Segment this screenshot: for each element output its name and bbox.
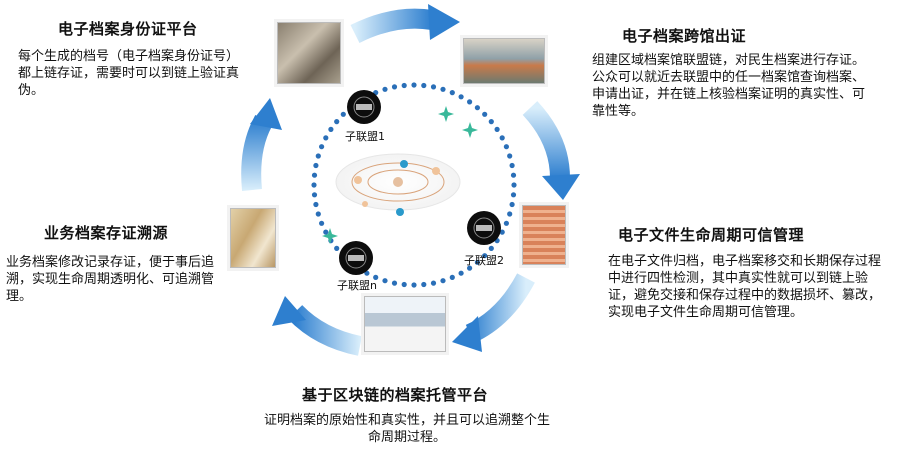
ring-dot: [510, 172, 517, 178]
ring-dot: [340, 111, 346, 117]
ring-dot: [488, 119, 494, 125]
hosting-desc: 证明档案的原始性和真实性，并且可以追溯整个生命周期过程。: [263, 413, 550, 445]
ring-dot: [323, 229, 329, 235]
ring-dot: [509, 201, 515, 208]
cross-archive-desc: 组建区域档案馆联盟链，对民生档案进行存证。公众可以就近去联盟中的任一档案馆查询档…: [592, 53, 866, 119]
ring-dot: [507, 153, 513, 159]
ring-dot: [510, 192, 517, 198]
ring-dot: [474, 105, 480, 111]
ring-dot: [467, 99, 473, 105]
cross-archive-title: 电子档案跨馆出证: [622, 27, 747, 45]
ring-dot: [391, 84, 398, 90]
ring-dot: [482, 111, 488, 117]
ring-dot: [494, 126, 500, 132]
ring-dot: [313, 201, 319, 208]
hosting-title: 基于区块链的档案托管平台: [302, 386, 489, 404]
arrow-left: [241, 98, 282, 191]
ring-dot: [430, 84, 437, 90]
ring-dot: [458, 94, 464, 100]
sparkle-icons: [322, 106, 478, 244]
ring-dot: [511, 182, 517, 188]
ring-dot: [449, 274, 455, 280]
ring-dot: [373, 274, 379, 280]
node-n-icon: [339, 241, 373, 275]
ring-dot: [509, 162, 515, 169]
ring-dot: [474, 259, 480, 265]
ring-dot: [503, 220, 509, 226]
arrow-right: [522, 101, 580, 200]
node-2-label: 子联盟2: [464, 254, 504, 267]
ring-dot: [411, 282, 417, 288]
orbit-hub-icon: [335, 153, 461, 216]
ring-dot: [488, 245, 494, 251]
photo-business-records: [230, 208, 276, 268]
ring-dot: [313, 162, 319, 169]
ring-dot: [315, 211, 321, 217]
ring-dot: [430, 280, 437, 286]
ring-dot: [319, 144, 325, 150]
photo-archive-shelves: [277, 22, 341, 84]
node-1-label: 子联盟1: [345, 130, 385, 143]
ring-dot: [482, 253, 488, 259]
ring-dot: [311, 182, 317, 188]
lifecycle-title: 电子文件生命周期可信管理: [618, 226, 805, 244]
ring-dot: [334, 119, 340, 125]
ring-dot: [421, 82, 427, 89]
ring-dot: [411, 82, 417, 88]
ring-dot: [421, 281, 427, 288]
node-2-icon: [467, 211, 501, 245]
arrow-top: [350, 4, 460, 44]
ring-dot: [503, 144, 509, 150]
identity-title: 电子档案身份证平台: [58, 20, 198, 38]
ring-dot: [507, 211, 513, 217]
ring-dot: [440, 278, 446, 284]
ring-dot: [499, 135, 505, 141]
ring-dot: [458, 270, 464, 276]
ring-dot: [334, 245, 340, 251]
node-n-label: 子联盟n: [337, 279, 377, 292]
ring-dot: [311, 172, 318, 178]
ring-dot: [319, 220, 325, 226]
ring-dot: [440, 86, 446, 92]
ring-dot: [382, 86, 388, 92]
photo-document-form: [522, 205, 566, 265]
ring-dot: [311, 192, 318, 198]
arrow-bottom-right: [452, 273, 535, 352]
ring-dot: [467, 265, 473, 271]
lifecycle-desc: 在电子文件归档，电子档案移交和长期保存过程中进行四性检测，其中真实性就可以到链上…: [608, 254, 882, 320]
arrow-bottom-left: [272, 296, 363, 356]
ring-dot: [323, 135, 329, 141]
node-1-icon: [347, 90, 381, 124]
ring-dot: [401, 82, 407, 89]
ring-dot: [382, 278, 388, 284]
traceability-desc: 业务档案修改记录存证，便于事后追溯，实现生命周期透明化、可追溯管理。: [6, 255, 215, 304]
traceability-title: 业务档案存证溯源: [44, 224, 169, 242]
ring-dot: [328, 126, 334, 132]
photo-archive-service-hall: [463, 38, 545, 84]
identity-desc: 每个生成的档号（电子档案身份证号）都上链存证，需要时可以到链上验证真伪。: [18, 49, 240, 98]
ring-dot: [391, 280, 398, 286]
ring-dot: [401, 281, 407, 288]
ring-dot: [499, 229, 505, 235]
ring-dot: [449, 90, 455, 96]
photo-web-platform: [364, 296, 446, 352]
ring-dot: [315, 153, 321, 159]
